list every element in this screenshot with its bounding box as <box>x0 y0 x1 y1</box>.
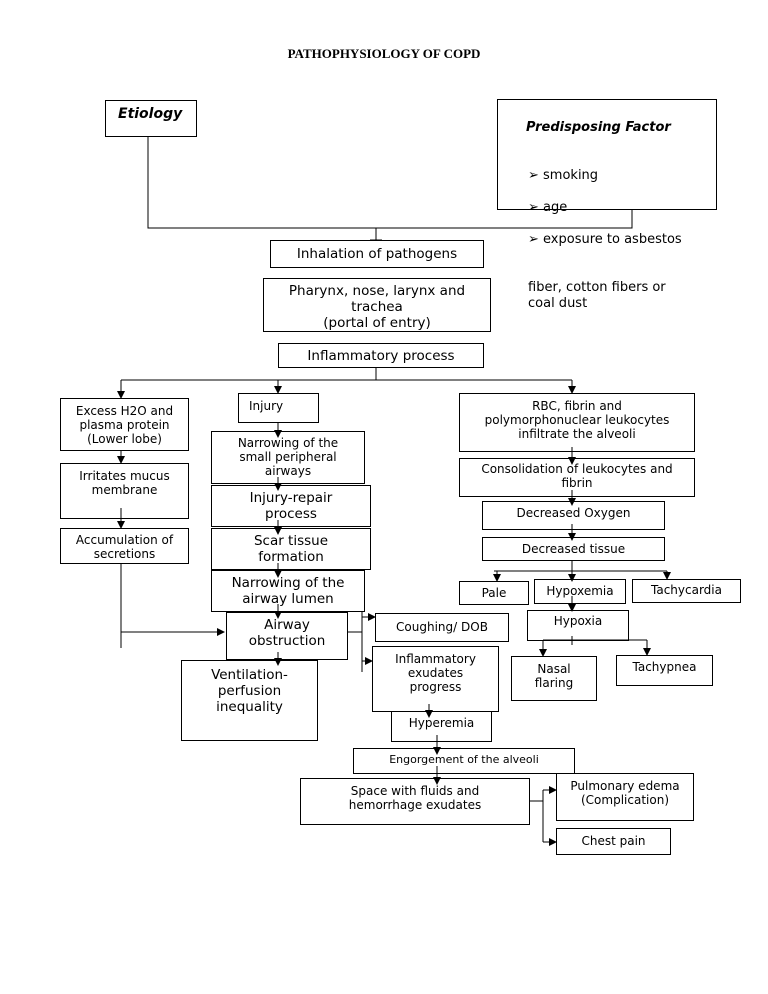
etiology-box: Etiology <box>105 100 197 137</box>
node-pulmonary-edema: Pulmonary edema (Complication) <box>556 773 694 821</box>
predisposing-heading: Predisposing Factor <box>526 120 671 135</box>
node-injury: Injury <box>238 393 319 423</box>
connector-accumulation <box>120 564 224 648</box>
node-hypoxemia: Hypoxemia <box>534 579 626 604</box>
node-space-fluids: Space with fluids and hemorrhage exudate… <box>300 778 530 825</box>
connector-space-right <box>530 790 544 842</box>
list-item: ➢ age <box>528 200 568 215</box>
arrow-bullet-icon: ➢ <box>528 232 544 247</box>
arrow-bullet-icon: ➢ <box>528 200 544 215</box>
page-title: PATHOPHYSIOLOGY OF COPD <box>287 46 481 61</box>
connector-tissue-split <box>494 561 667 572</box>
node-ventilation: Ventilation- perfusion inequality <box>181 660 318 741</box>
node-tachypnea: Tachypnea <box>616 655 713 686</box>
node-airway-obstruction: Airway obstruction <box>226 612 348 660</box>
connector-airway-right <box>348 612 363 672</box>
node-inflammatory-exudates: Inflammatory exudates progress <box>372 646 499 712</box>
connector-inflammatory-split <box>121 368 572 381</box>
node-narrowing-small: Narrowing of the small peripheral airway… <box>211 431 365 484</box>
node-nasal-flaring: Nasal flaring <box>511 656 597 701</box>
node-narrowing-lumen: Narrowing of the airway lumen <box>211 570 365 612</box>
node-scar: Scar tissue formation <box>211 528 371 570</box>
predisposing-factor-box: Predisposing Factor ➢ smoking ➢ age ➢ ex… <box>497 99 717 311</box>
node-inflammatory-process: Inflammatory process <box>278 343 484 368</box>
node-engorgement: Engorgement of the alveoli <box>353 748 575 774</box>
node-coughing: Coughing/ DOB <box>375 613 509 642</box>
node-chest-pain: Chest pain <box>556 828 671 855</box>
node-inhalation: Inhalation of pathogens <box>270 240 484 268</box>
list-item: ➢ smoking <box>528 168 599 183</box>
predisposing-continuation: fiber, cotton fibers or coal dust <box>528 280 666 311</box>
node-pale: Pale <box>459 581 529 605</box>
arrow-bullet-icon: ➢ <box>528 168 544 183</box>
node-irritates: Irritates mucus membrane <box>60 463 189 519</box>
connector-to-inhalation <box>370 228 382 241</box>
predisposing-list: ➢ smoking ➢ age ➢ exposure to asbestos <box>528 152 716 264</box>
node-accumulation: Accumulation of secretions <box>60 528 189 564</box>
node-portal-of-entry: Pharynx, nose, larynx and trachea (porta… <box>263 278 491 332</box>
node-hyperemia: Hyperemia <box>391 711 492 742</box>
node-injury-repair: Injury-repair process <box>211 485 371 527</box>
node-rbc: RBC, fibrin and polymorphonuclear leukoc… <box>459 393 695 452</box>
node-excess-h2o: Excess H2O and plasma protein (Lower lob… <box>60 398 189 451</box>
node-decreased-tissue: Decreased tissue <box>482 537 665 561</box>
node-tachycardia: Tachycardia <box>632 579 741 603</box>
list-item: ➢ exposure to asbestos <box>528 232 682 247</box>
node-consolidation: Consolidation of leukocytes and fibrin <box>459 458 695 497</box>
node-decreased-oxygen: Decreased Oxygen <box>482 501 665 530</box>
node-hypoxia: Hypoxia <box>527 610 629 641</box>
